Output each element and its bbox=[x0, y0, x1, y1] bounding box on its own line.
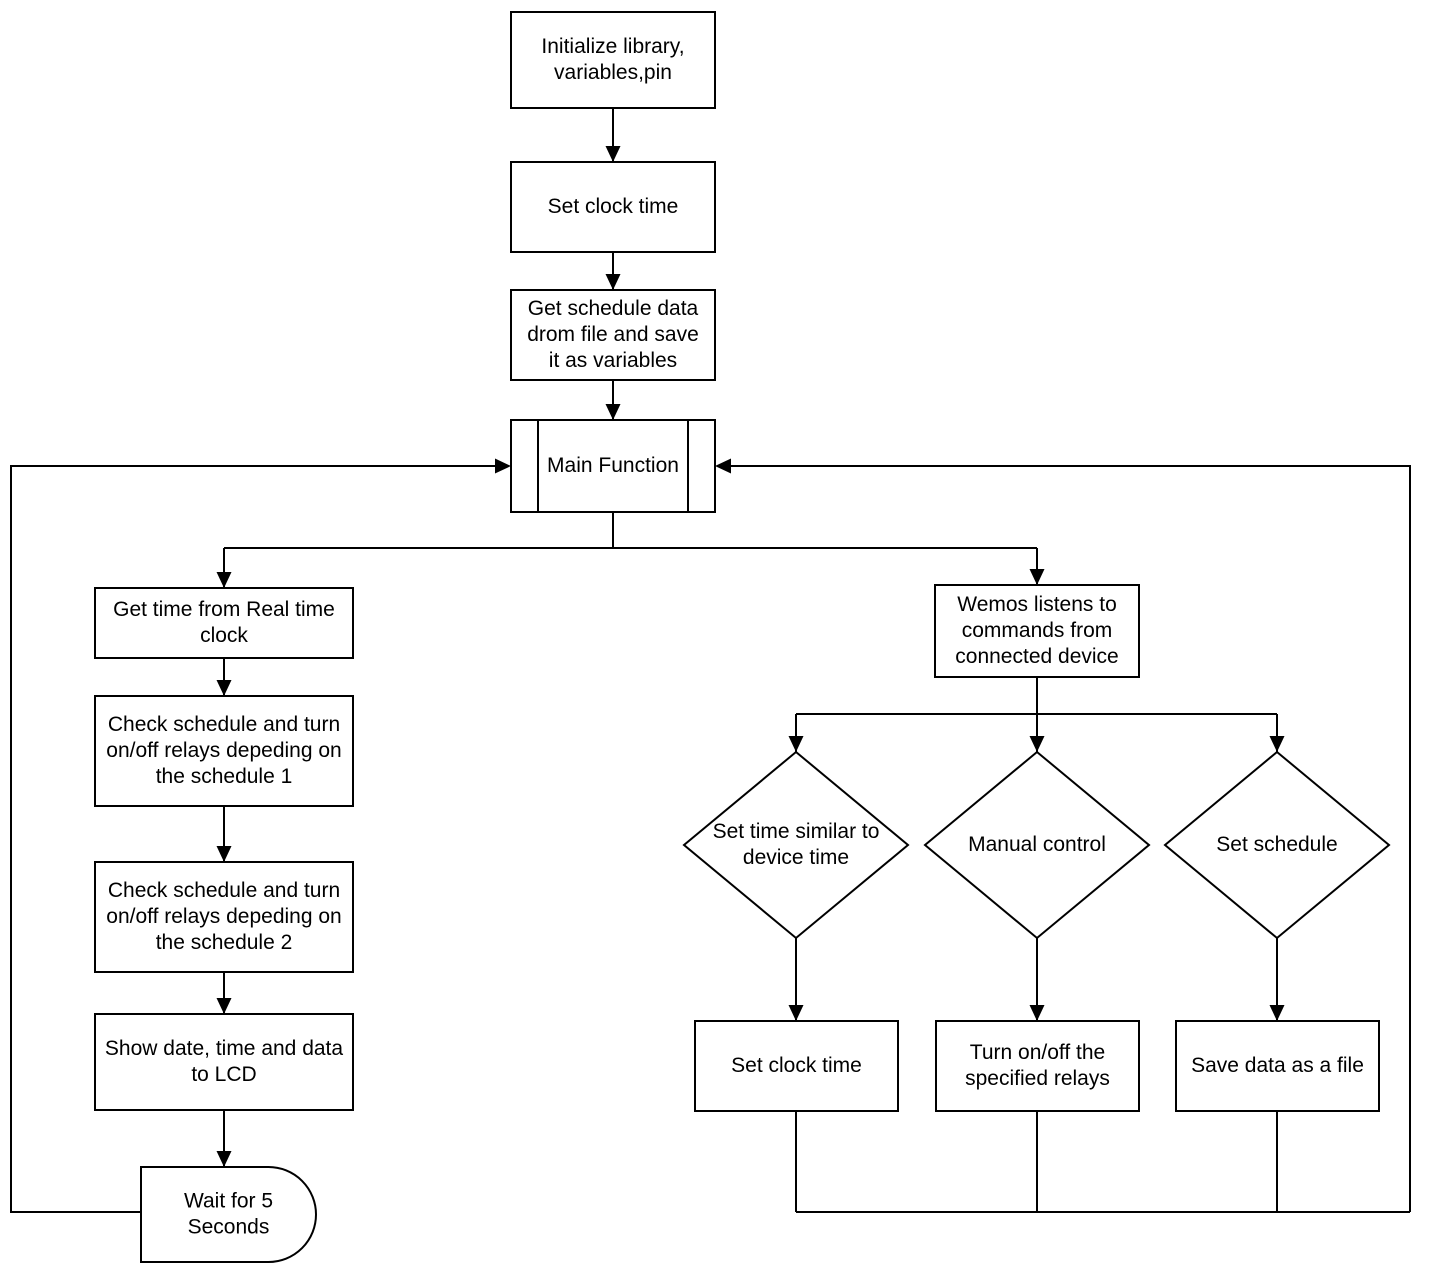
node-label: Turn on/off the specified relays bbox=[965, 1041, 1110, 1090]
conn-check2-to-lcd bbox=[216, 972, 232, 1014]
node-label: Wait for 5 Seconds bbox=[184, 1189, 273, 1238]
manual-control-decision[interactable]: Manual control bbox=[923, 750, 1151, 940]
node-label: Manual control bbox=[968, 833, 1106, 856]
conn-right-return-to-main bbox=[715, 458, 1411, 1212]
node-label-line: Check schedule and turn bbox=[108, 879, 340, 902]
process-shape bbox=[934, 584, 1140, 678]
node-label-line: Manual control bbox=[968, 833, 1106, 856]
node-label-line: Set clock time bbox=[548, 195, 679, 218]
node-label-line: the schedule 2 bbox=[156, 931, 293, 954]
process-shape bbox=[935, 1020, 1140, 1112]
wait-5-seconds-delay[interactable]: Wait for 5 Seconds bbox=[140, 1166, 317, 1263]
node-label-line: Get schedule data bbox=[528, 297, 699, 320]
node-label: Set schedule bbox=[1216, 833, 1337, 856]
node-label: Check schedule and turn on/off relays dep… bbox=[106, 713, 341, 788]
node-label-line: Set schedule bbox=[1216, 833, 1337, 856]
conn-check1-to-check2 bbox=[216, 806, 232, 862]
get-time-from-rtc-box[interactable]: Get time from Real time clock bbox=[94, 587, 354, 659]
conn-split-to-setsched bbox=[1269, 714, 1285, 752]
node-label-line: Set time similar to bbox=[713, 820, 880, 843]
decision-shape bbox=[923, 750, 1151, 940]
node-label-line: Turn on/off the bbox=[970, 1041, 1105, 1064]
node-label: Get time from Real time clock bbox=[113, 598, 335, 647]
conn-settime-to-setclock bbox=[788, 938, 804, 1021]
process-shape bbox=[94, 1013, 354, 1111]
process-shape bbox=[510, 161, 716, 253]
node-label-line: on/off relays depeding on bbox=[106, 905, 341, 928]
conn-wait-return-to-main bbox=[10, 458, 511, 1213]
node-label-line: to LCD bbox=[191, 1063, 256, 1086]
initialize-library-box[interactable]: Initialize library, variables,pin bbox=[510, 11, 716, 109]
process-shape bbox=[510, 289, 716, 381]
check-schedule-1-box[interactable]: Check schedule and turn on/off relays dep… bbox=[94, 695, 354, 807]
node-label-line: commands from bbox=[962, 619, 1113, 642]
conn-split-to-manual bbox=[1029, 714, 1045, 752]
node-label: Show date, time and data to LCD bbox=[105, 1037, 343, 1086]
node-label-line: device time bbox=[743, 846, 849, 869]
node-label: Get schedule data drom file and save it as… bbox=[527, 297, 699, 372]
node-label: Check schedule and turn on/off relays dep… bbox=[106, 879, 341, 954]
node-label-line: Set clock time bbox=[731, 1054, 862, 1077]
node-label: Initialize library, variables,pin bbox=[541, 35, 684, 84]
process-shape bbox=[694, 1020, 899, 1112]
conn-manual-to-relays bbox=[1029, 938, 1045, 1021]
set-clock-time-box[interactable]: Set clock time bbox=[510, 161, 716, 253]
node-label-line: Main Function bbox=[547, 454, 679, 477]
node-label: Set clock time bbox=[548, 195, 679, 218]
node-label-line: Wait for 5 bbox=[184, 1189, 273, 1212]
node-label: Main Function bbox=[547, 454, 679, 477]
decision-shape bbox=[1163, 750, 1391, 940]
wemos-listens-box[interactable]: Wemos listens to commands from connected d… bbox=[934, 584, 1140, 678]
node-label-line: the schedule 1 bbox=[156, 765, 293, 788]
decision-shape bbox=[682, 750, 910, 940]
main-function-subroutine[interactable]: Main Function bbox=[510, 419, 716, 513]
node-label-line: Show date, time and data bbox=[105, 1037, 343, 1060]
process-shape bbox=[510, 11, 716, 109]
process-shape bbox=[94, 695, 354, 807]
node-label-line: Get time from Real time bbox=[113, 598, 335, 621]
node-label-line: it as variables bbox=[549, 349, 677, 372]
node-label-line: Initialize library, bbox=[541, 35, 684, 58]
node-label: Set clock time bbox=[731, 1054, 862, 1077]
node-label: Wemos listens to commands from connected d… bbox=[955, 593, 1118, 668]
conn-setclock-to-getschedule bbox=[605, 252, 621, 290]
node-label-line: Wemos listens to bbox=[957, 593, 1117, 616]
predefined-process-shape bbox=[510, 419, 716, 513]
conn-init-to-setclock bbox=[605, 108, 621, 162]
set-time-similar-decision[interactable]: Set time similar to device time bbox=[682, 750, 910, 940]
node-label: Save data as a file bbox=[1191, 1054, 1364, 1077]
turn-onoff-relays-box[interactable]: Turn on/off the specified relays bbox=[935, 1020, 1140, 1112]
process-shape bbox=[94, 587, 354, 659]
node-label-line: clock bbox=[200, 624, 248, 647]
process-shape bbox=[1175, 1020, 1380, 1112]
node-label-line: Check schedule and turn bbox=[108, 713, 340, 736]
conn-getschedule-to-main bbox=[605, 380, 621, 420]
set-clock-time-result-box[interactable]: Set clock time bbox=[694, 1020, 899, 1112]
conn-setsched-to-savefile bbox=[1269, 938, 1285, 1021]
get-schedule-data-box[interactable]: Get schedule data drom file and save it as… bbox=[510, 289, 716, 381]
check-schedule-2-box[interactable]: Check schedule and turn on/off relays dep… bbox=[94, 861, 354, 973]
conn-gettime-to-check1 bbox=[216, 658, 232, 696]
node-label-line: drom file and save bbox=[527, 323, 699, 346]
conn-split-to-gettime bbox=[216, 548, 232, 588]
node-label-line: connected device bbox=[955, 645, 1118, 668]
delay-shape bbox=[140, 1166, 317, 1263]
conn-split-to-wemos bbox=[1029, 548, 1045, 585]
node-label-line: on/off relays depeding on bbox=[106, 739, 341, 762]
node-label-line: specified relays bbox=[965, 1067, 1110, 1090]
process-shape bbox=[94, 861, 354, 973]
node-label-line: Save data as a file bbox=[1191, 1054, 1364, 1077]
show-data-to-lcd-box[interactable]: Show date, time and data to LCD bbox=[94, 1013, 354, 1111]
connector-layer bbox=[10, 108, 1411, 1213]
set-schedule-decision[interactable]: Set schedule bbox=[1163, 750, 1391, 940]
node-label-line: Seconds bbox=[188, 1215, 270, 1238]
node-label: Set time similar to device time bbox=[713, 820, 880, 869]
save-data-as-file-box[interactable]: Save data as a file bbox=[1175, 1020, 1380, 1112]
conn-lcd-to-wait bbox=[216, 1110, 232, 1167]
node-label-line: variables,pin bbox=[554, 61, 672, 84]
conn-split-to-settime bbox=[788, 714, 804, 752]
